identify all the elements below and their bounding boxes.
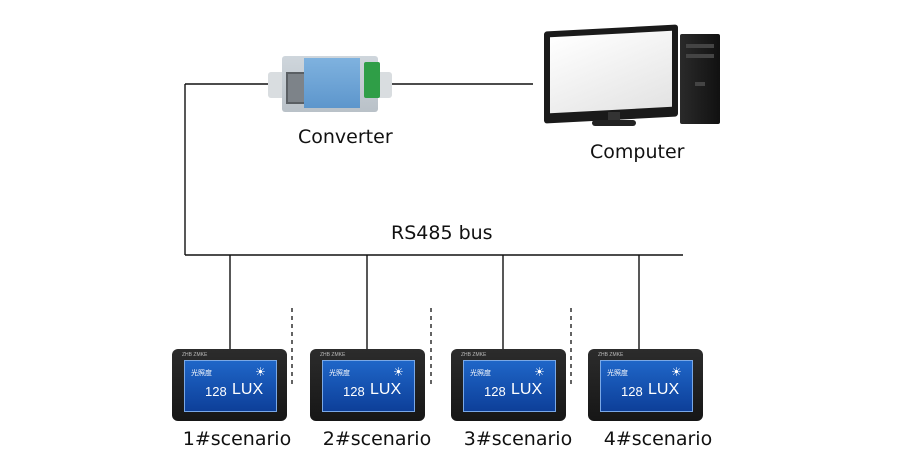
scenario-label-3: 3#scenario xyxy=(463,428,573,450)
computer-label: Computer xyxy=(590,141,685,163)
sun-icon: ☀ xyxy=(255,365,266,379)
bus-label: RS485 bus xyxy=(391,222,493,244)
monitor-stand xyxy=(592,120,636,126)
power-button xyxy=(695,82,705,86)
panel-brand: ZHB ZMKE xyxy=(598,352,624,358)
panel-screen: 光照度 ☀ 128 LUX xyxy=(184,360,277,412)
sensor-panel-3: ZHB ZMKE 光照度 ☀ 128 LUX xyxy=(451,349,566,421)
panel-unit: LUX xyxy=(232,381,264,398)
drive-slot xyxy=(686,44,714,48)
computer-device xyxy=(540,20,730,130)
panel-unit: LUX xyxy=(370,381,402,398)
converter-mount-ear-left xyxy=(268,72,286,98)
panel-title: 光照度 xyxy=(607,370,628,377)
panel-unit: LUX xyxy=(511,381,543,398)
converter-device xyxy=(268,50,392,116)
converter-label-sticker xyxy=(304,58,360,108)
panel-title: 光照度 xyxy=(470,370,491,377)
panel-screen: 光照度 ☀ 128 LUX xyxy=(322,360,415,412)
panel-brand: ZHB ZMKE xyxy=(182,352,208,358)
panel-value: 128 xyxy=(621,384,643,399)
panel-title: 光照度 xyxy=(329,370,350,377)
pc-tower xyxy=(680,34,720,124)
sun-icon: ☀ xyxy=(393,365,404,379)
monitor-neck xyxy=(608,112,620,122)
panel-screen: 光照度 ☀ 128 LUX xyxy=(463,360,556,412)
converter-terminal-block xyxy=(364,62,380,98)
sun-icon: ☀ xyxy=(671,365,682,379)
scenario-label-4: 4#scenario xyxy=(603,428,713,450)
panel-brand: ZHB ZMKE xyxy=(320,352,346,358)
panel-value: 128 xyxy=(484,384,506,399)
converter-label: Converter xyxy=(298,126,393,148)
panel-value: 128 xyxy=(343,384,365,399)
scenario-label-1: 1#scenario xyxy=(182,428,292,450)
monitor-screen xyxy=(550,30,672,114)
monitor xyxy=(544,24,678,124)
sensor-panel-2: ZHB ZMKE 光照度 ☀ 128 LUX xyxy=(310,349,425,421)
scenario-label-2: 2#scenario xyxy=(322,428,432,450)
panel-screen: 光照度 ☀ 128 LUX xyxy=(600,360,693,412)
sensor-panel-4: ZHB ZMKE 光照度 ☀ 128 LUX xyxy=(588,349,703,421)
panel-brand: ZHB ZMKE xyxy=(461,352,487,358)
sensor-panel-1: ZHB ZMKE 光照度 ☀ 128 LUX xyxy=(172,349,287,421)
drive-slot xyxy=(686,54,714,58)
sun-icon: ☀ xyxy=(534,365,545,379)
panel-title: 光照度 xyxy=(191,370,212,377)
panel-value: 128 xyxy=(205,384,227,399)
panel-unit: LUX xyxy=(648,381,680,398)
